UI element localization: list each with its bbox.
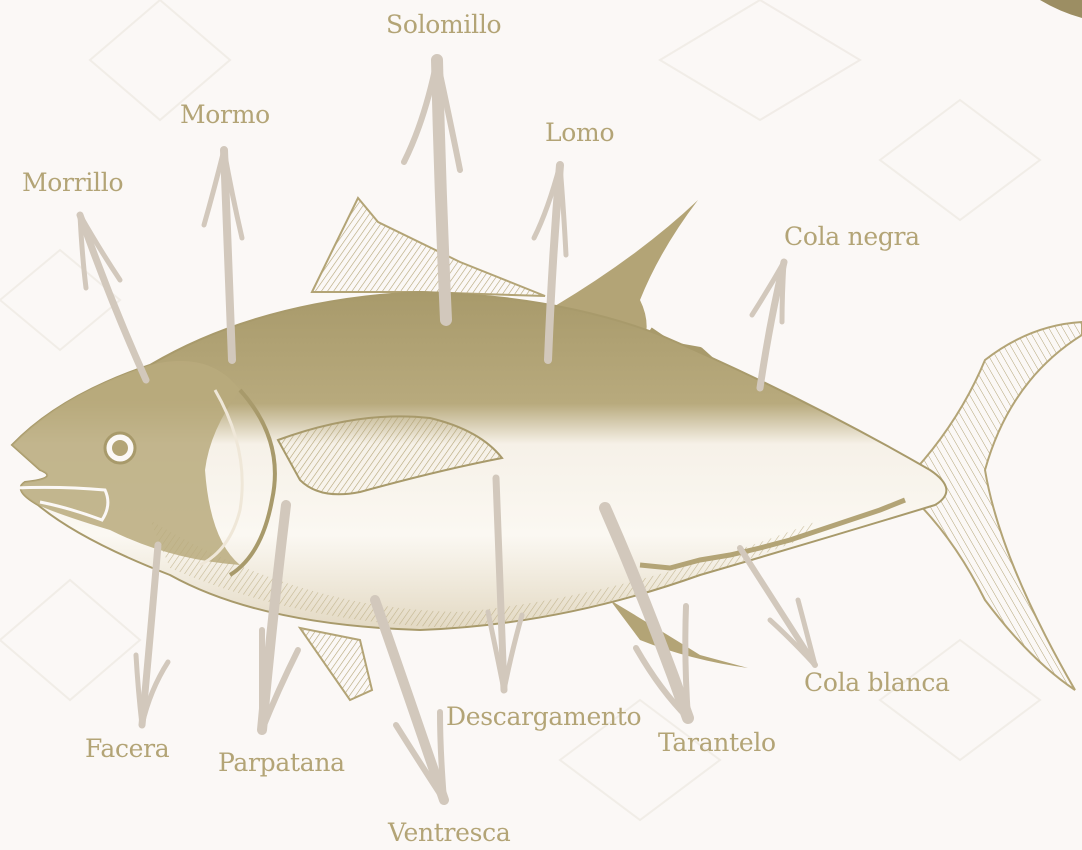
label-solomillo: Solomillo [386, 10, 501, 39]
dorsal-fin [312, 198, 545, 296]
corner-flourish [1040, 0, 1082, 18]
label-parpatana: Parpatana [218, 748, 345, 777]
label-lomo: Lomo [545, 118, 614, 147]
label-mormo: Mormo [180, 100, 270, 129]
label-descargamento: Descargamento [446, 702, 641, 731]
label-ventresca: Ventresca [388, 818, 510, 847]
anal-fin [610, 600, 748, 668]
tail-fin [915, 322, 1082, 690]
label-cola-negra: Cola negra [784, 222, 920, 251]
arrow-cola-blanca [740, 548, 815, 665]
label-cola-blanca: Cola blanca [804, 668, 950, 697]
arrow-morrillo [80, 215, 146, 380]
label-tarantelo: Tarantelo [658, 728, 776, 757]
arrow-cola-negra [752, 262, 784, 388]
pelvic-fin [300, 628, 372, 700]
label-morrillo: Morrillo [22, 168, 123, 197]
label-facera: Facera [85, 734, 169, 763]
